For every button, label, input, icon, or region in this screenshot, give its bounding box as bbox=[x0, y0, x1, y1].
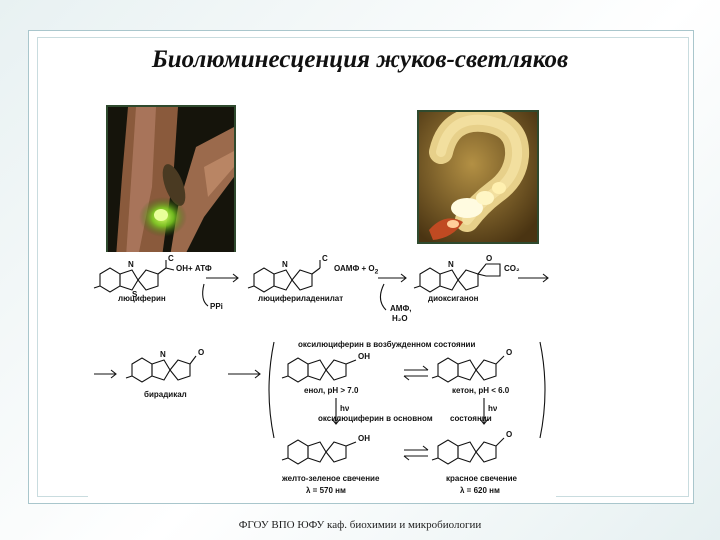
atom-label: O bbox=[486, 254, 493, 263]
hv-label: hν bbox=[488, 404, 498, 413]
reaction-scheme: N S C OH N C N O O N OH O OH O люциферин… bbox=[88, 252, 556, 502]
atom-label: OH bbox=[358, 434, 370, 443]
ground-state-label: оксилюциферин в основном bbox=[318, 414, 433, 423]
yellow-green-glow-label: желто-зеленое свечение bbox=[282, 474, 380, 483]
atom-label: OH bbox=[358, 352, 370, 361]
keton-excited-label: кетон, pH < 6.0 bbox=[452, 386, 510, 395]
luciferyl-adenylate-label: люцифериладенилат bbox=[258, 294, 344, 303]
atom-label: N bbox=[448, 260, 454, 269]
biradical-label: бирадикал bbox=[144, 390, 187, 399]
red-wavelength: λ = 620 нм bbox=[460, 486, 500, 495]
yellow-green-wavelength: λ = 570 нм bbox=[306, 486, 346, 495]
slide-footer: ФГОУ ВПО ЮФУ каф. биохимии и микробиолог… bbox=[238, 519, 482, 531]
ground-state-label-2: состоянии bbox=[450, 414, 492, 423]
h2o-label: H₂O bbox=[392, 314, 408, 323]
glowing-larva-photo bbox=[417, 110, 539, 244]
atom-label: N bbox=[128, 260, 134, 269]
excited-state-label: оксилюциферин в возбужденном состоянии bbox=[298, 340, 476, 349]
enol-excited-label: енол, pH > 7.0 bbox=[304, 386, 359, 395]
plus-atp-label: + АТФ bbox=[188, 264, 212, 273]
atom-label: C bbox=[322, 254, 328, 263]
co2-label: CO₂ bbox=[504, 264, 520, 273]
amp-label: АМФ, bbox=[390, 304, 412, 313]
slide-title: Биолюминесценция жуков-светляков bbox=[151, 46, 569, 73]
red-glow-label: красное свечение bbox=[446, 474, 517, 483]
amp-o2-label: ОАМФ + O2 bbox=[334, 264, 379, 276]
atom-label: C bbox=[168, 254, 174, 263]
dioxetanone-label: диоксиганон bbox=[428, 294, 479, 303]
atom-label: N bbox=[282, 260, 288, 269]
atom-label: O bbox=[506, 430, 513, 439]
atom-label: OH bbox=[176, 264, 188, 273]
atom-label: O bbox=[506, 348, 513, 357]
luciferin-label: люциферин bbox=[118, 294, 166, 303]
firefly-on-branch-photo bbox=[106, 105, 236, 259]
atom-label: O bbox=[198, 348, 205, 357]
atom-label: S bbox=[132, 290, 138, 299]
hv-label: hν bbox=[340, 404, 350, 413]
ppi-label: PPi bbox=[210, 302, 223, 311]
atom-label: N bbox=[160, 350, 166, 359]
